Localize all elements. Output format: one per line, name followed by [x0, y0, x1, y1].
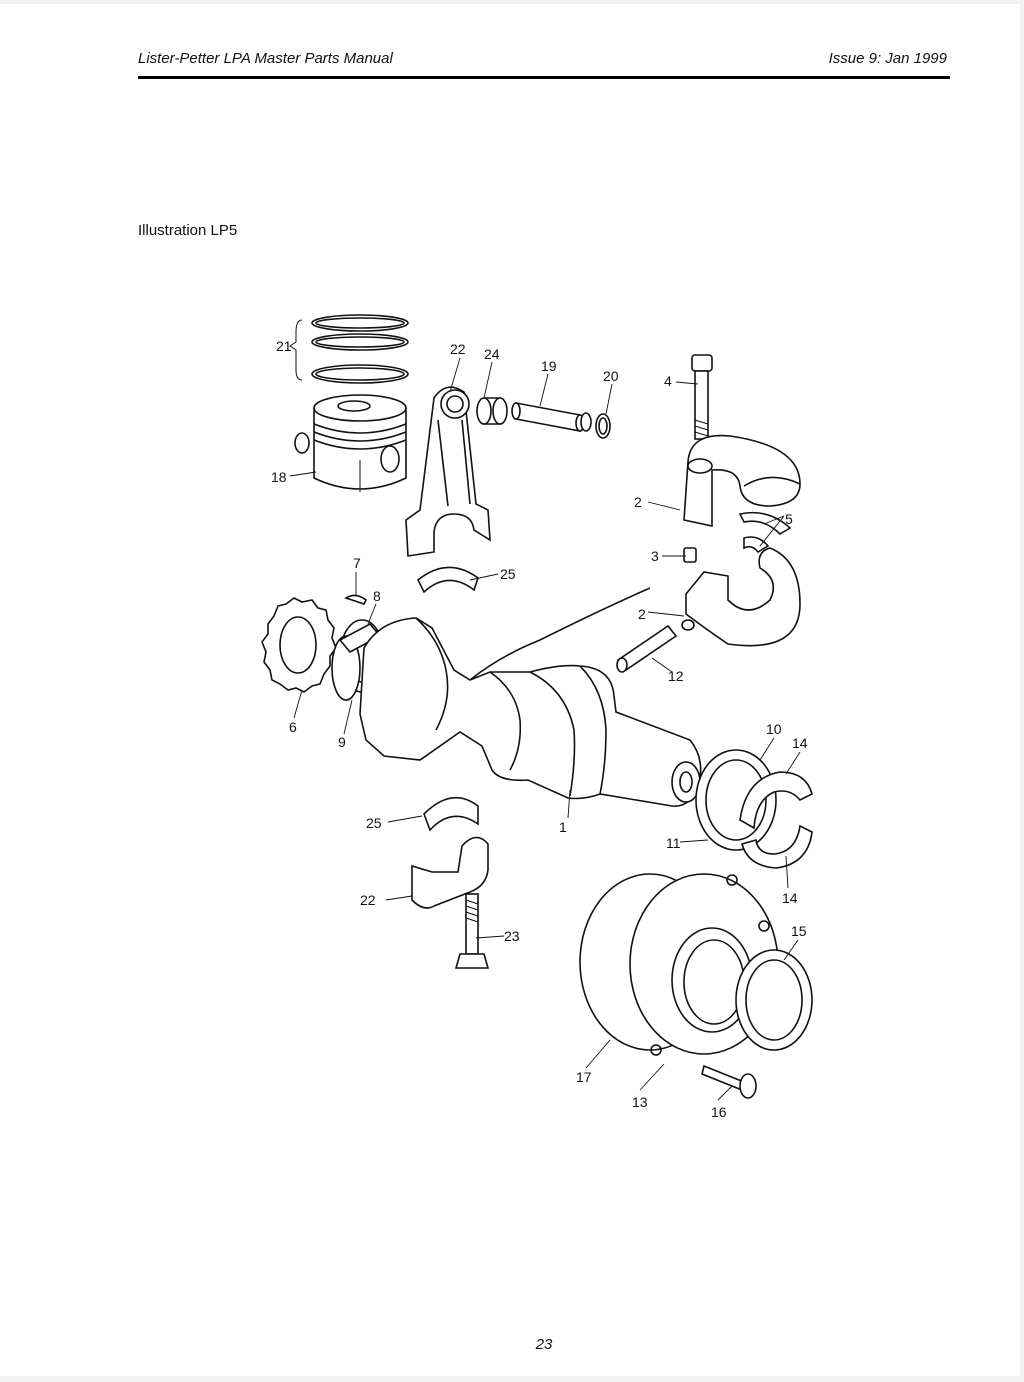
main-bearing-housing: [681, 434, 801, 647]
callout-24: 24: [484, 346, 500, 362]
callout-20: 20: [603, 368, 619, 384]
piston-rings: [289, 314, 409, 384]
issue-date: Issue 9: Jan 1999: [828, 50, 947, 67]
callout-25-lower: 25: [366, 815, 382, 831]
woodruff-key: [344, 594, 368, 605]
callout-9: 9: [338, 734, 346, 750]
callout-25-upper: 25: [500, 566, 516, 582]
piston: [294, 394, 407, 492]
dowel-pin: [616, 624, 678, 673]
header-rule: [138, 76, 950, 79]
callout-12: 12: [668, 668, 684, 684]
callout-13: 13: [632, 1094, 648, 1110]
gudgeon-assembly: [476, 397, 611, 439]
thrust-rings: [695, 749, 813, 869]
callout-1: 1: [559, 819, 567, 835]
callout-18: 18: [271, 469, 287, 485]
crankshaft: [338, 587, 702, 807]
timing-gear: [261, 597, 337, 693]
leader-lines: [289, 357, 801, 1101]
callout-16: 16: [711, 1104, 727, 1120]
callout-7: 7: [353, 555, 361, 571]
callout-labels: 1 2 2 3 4 5 6 7 8 9 10 11 12 13 14 14 15…: [271, 338, 808, 1120]
rear-bearing-housing: [579, 873, 813, 1099]
big-end-cap: [411, 796, 490, 969]
callout-19: 19: [541, 358, 557, 374]
callout-4: 4: [664, 373, 672, 389]
illustration-caption: Illustration LP5: [138, 222, 238, 239]
callout-6: 6: [289, 719, 297, 735]
callout-3: 3: [651, 548, 659, 564]
callout-22-upper: 22: [450, 341, 466, 357]
callout-21: 21: [276, 338, 292, 354]
callout-22-lower: 22: [360, 892, 376, 908]
callout-2-upper: 2: [634, 494, 642, 510]
callout-23: 23: [504, 928, 520, 944]
callout-11: 11: [666, 835, 681, 851]
cap-bolt: [691, 354, 713, 440]
connecting-rod: [405, 386, 491, 557]
manual-title: Lister-Petter LPA Master Parts Manual: [138, 50, 393, 67]
callout-5: 5: [785, 511, 793, 527]
callout-8: 8: [373, 588, 381, 604]
big-end-shell-upper: [416, 566, 479, 594]
callout-10: 10: [766, 721, 782, 737]
callout-14-upper: 14: [792, 735, 808, 751]
callout-17: 17: [576, 1069, 592, 1085]
page-number: 23: [535, 1336, 553, 1353]
callout-2-lower: 2: [638, 606, 646, 622]
callout-15: 15: [791, 923, 807, 939]
callout-14-lower: 14: [782, 890, 798, 906]
